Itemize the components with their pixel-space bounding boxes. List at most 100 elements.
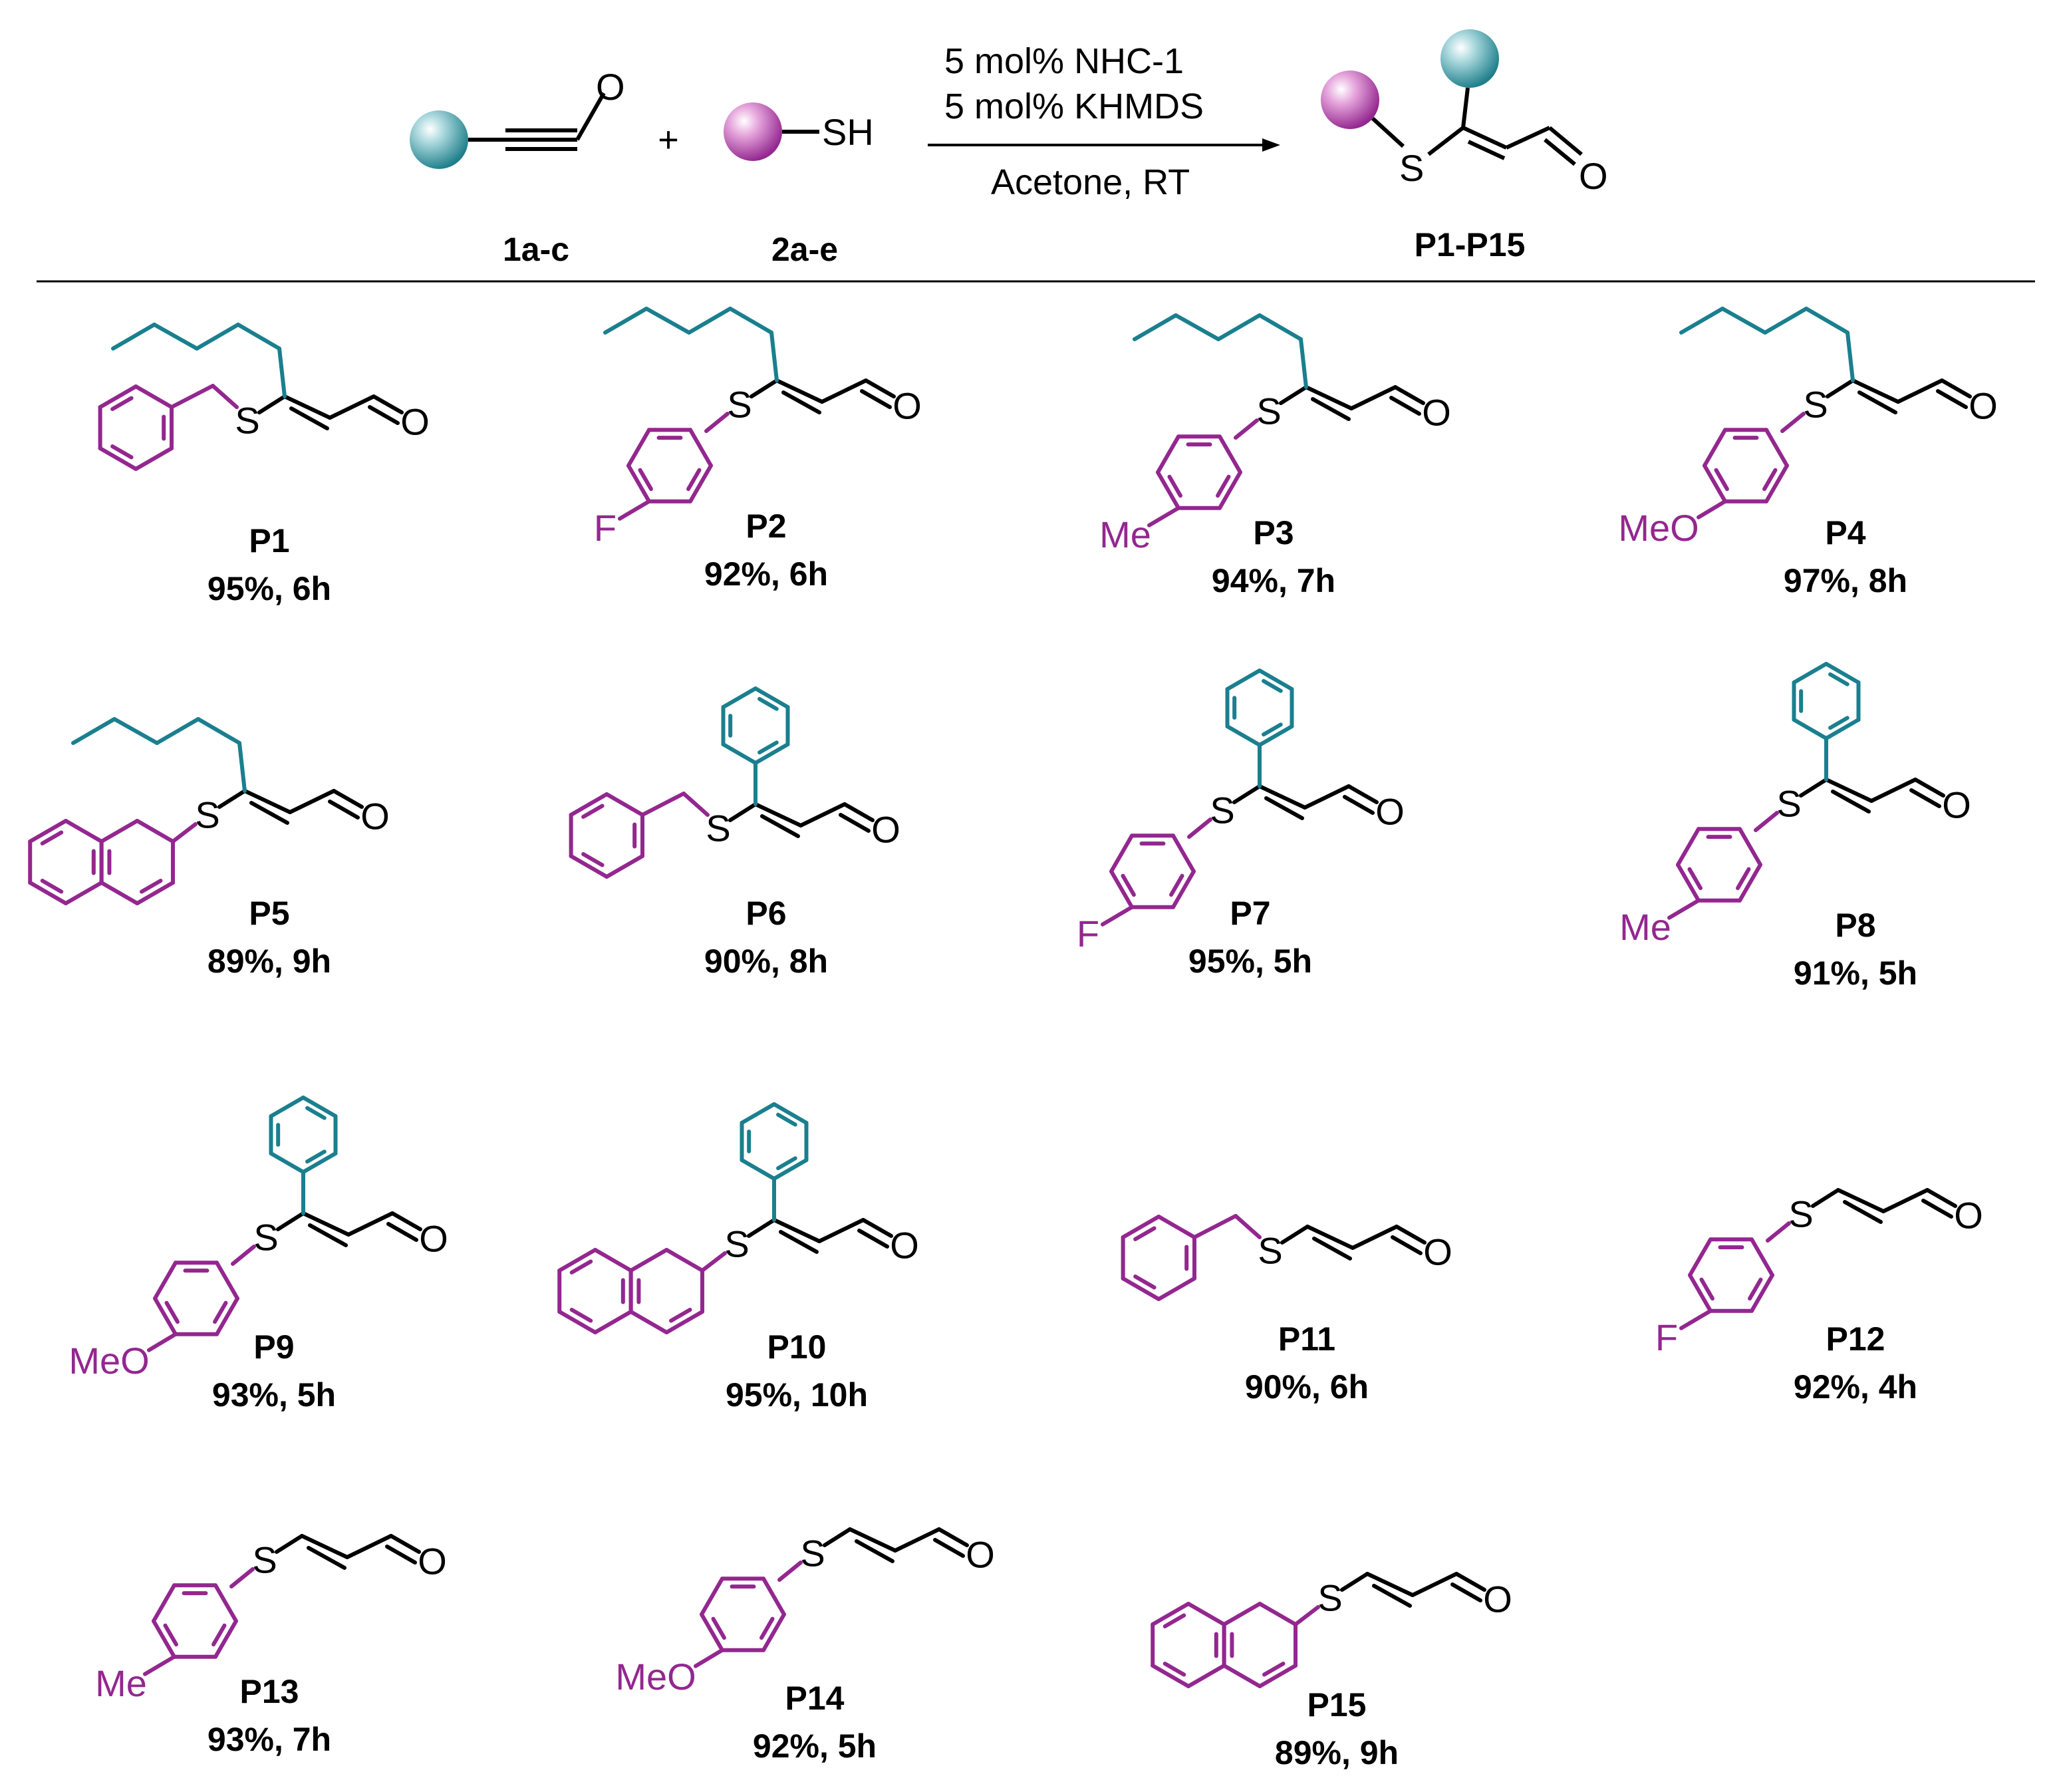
bond xyxy=(569,1259,593,1274)
bond xyxy=(704,412,730,433)
bond xyxy=(1687,1273,1712,1313)
bond xyxy=(593,1248,633,1272)
bond xyxy=(211,384,239,409)
product-yield-time: 91%, 5h xyxy=(1794,955,1917,992)
bond xyxy=(40,830,64,845)
bond xyxy=(308,1223,348,1247)
bond xyxy=(217,789,247,809)
bond xyxy=(1304,385,1353,410)
bond xyxy=(603,307,648,335)
bond xyxy=(1225,724,1262,747)
bond xyxy=(1351,1225,1399,1250)
oxygen-atom: O xyxy=(892,385,922,427)
bond xyxy=(213,1300,228,1324)
bond xyxy=(1347,784,1379,804)
bond xyxy=(1450,1582,1482,1602)
bond xyxy=(1737,827,1762,867)
bond xyxy=(772,1158,809,1181)
bond xyxy=(1216,313,1262,341)
bond xyxy=(243,789,292,814)
bond xyxy=(721,686,757,709)
bond xyxy=(1121,873,1136,897)
bond xyxy=(300,1534,349,1559)
bond xyxy=(593,1310,633,1334)
bond xyxy=(237,741,247,793)
bond xyxy=(581,804,605,819)
methoxy-group: MeO xyxy=(615,1656,696,1698)
bond xyxy=(211,1623,227,1647)
bond xyxy=(1454,1572,1486,1592)
bond xyxy=(721,742,757,765)
bond xyxy=(1667,898,1701,920)
bond xyxy=(640,792,686,817)
bond xyxy=(151,1619,176,1659)
methyl-group: Me xyxy=(1619,906,1671,948)
bond xyxy=(1843,1200,1883,1224)
bond xyxy=(1679,307,1724,335)
bond xyxy=(135,819,176,843)
oxygen-atom: O xyxy=(1423,1231,1452,1273)
bond xyxy=(628,1248,669,1272)
sulfur-atom: S xyxy=(1399,147,1424,189)
bond xyxy=(1121,1276,1161,1301)
bond xyxy=(257,394,287,414)
oxygen-atom: O xyxy=(1422,392,1451,434)
bond xyxy=(111,323,156,351)
plus-sign: + xyxy=(658,120,679,160)
bond xyxy=(346,1211,394,1237)
bond xyxy=(699,1612,724,1652)
bond xyxy=(389,1534,421,1554)
product-yield-time: 94%, 7h xyxy=(1212,562,1335,599)
bond xyxy=(1365,1572,1415,1597)
bond xyxy=(686,468,702,492)
product-alkyne-ball xyxy=(1440,29,1499,88)
bond xyxy=(1305,1225,1355,1250)
bond xyxy=(1217,434,1242,474)
bond xyxy=(1258,1664,1298,1688)
reactant2-label: 2a-e xyxy=(771,231,838,268)
bond xyxy=(693,1648,724,1668)
bond xyxy=(848,1527,897,1553)
bond xyxy=(249,801,289,825)
bond xyxy=(1828,716,1849,730)
sulfur-atom: S xyxy=(252,1539,277,1581)
bond xyxy=(860,389,892,409)
bond xyxy=(839,813,871,833)
bond xyxy=(1151,1664,1190,1688)
bond xyxy=(1395,1225,1427,1245)
bond xyxy=(301,1096,338,1118)
product-id-label: P9 xyxy=(253,1328,294,1366)
bond xyxy=(777,1561,803,1582)
product-id-label: P13 xyxy=(240,1673,299,1710)
bond xyxy=(332,789,364,809)
bond xyxy=(63,819,104,843)
bond xyxy=(682,792,710,817)
oxygen-atom: O xyxy=(1954,1195,1983,1237)
bond xyxy=(1780,412,1806,433)
fluorine-atom: F xyxy=(1655,1316,1678,1358)
bond xyxy=(1258,1602,1298,1626)
bond xyxy=(283,394,332,420)
bond xyxy=(747,1218,776,1238)
bond xyxy=(820,378,868,404)
bond xyxy=(1828,672,1849,686)
bond xyxy=(276,1211,305,1231)
bond xyxy=(1279,385,1308,405)
bond xyxy=(372,394,404,414)
bond xyxy=(1411,1572,1458,1597)
bond xyxy=(1264,796,1304,820)
bond xyxy=(163,1623,178,1647)
bond xyxy=(110,396,134,411)
bond xyxy=(699,1576,724,1616)
bond xyxy=(1824,662,1861,684)
bond xyxy=(569,1308,593,1323)
bond xyxy=(1162,1613,1186,1628)
sulfur-atom: S xyxy=(1776,783,1801,825)
oxygen-atom: O xyxy=(1969,385,1998,427)
bond xyxy=(1687,867,1703,891)
oxygen-atom: O xyxy=(1942,784,1971,826)
thiol-substituent-ball xyxy=(724,102,782,161)
bond xyxy=(711,1616,726,1640)
